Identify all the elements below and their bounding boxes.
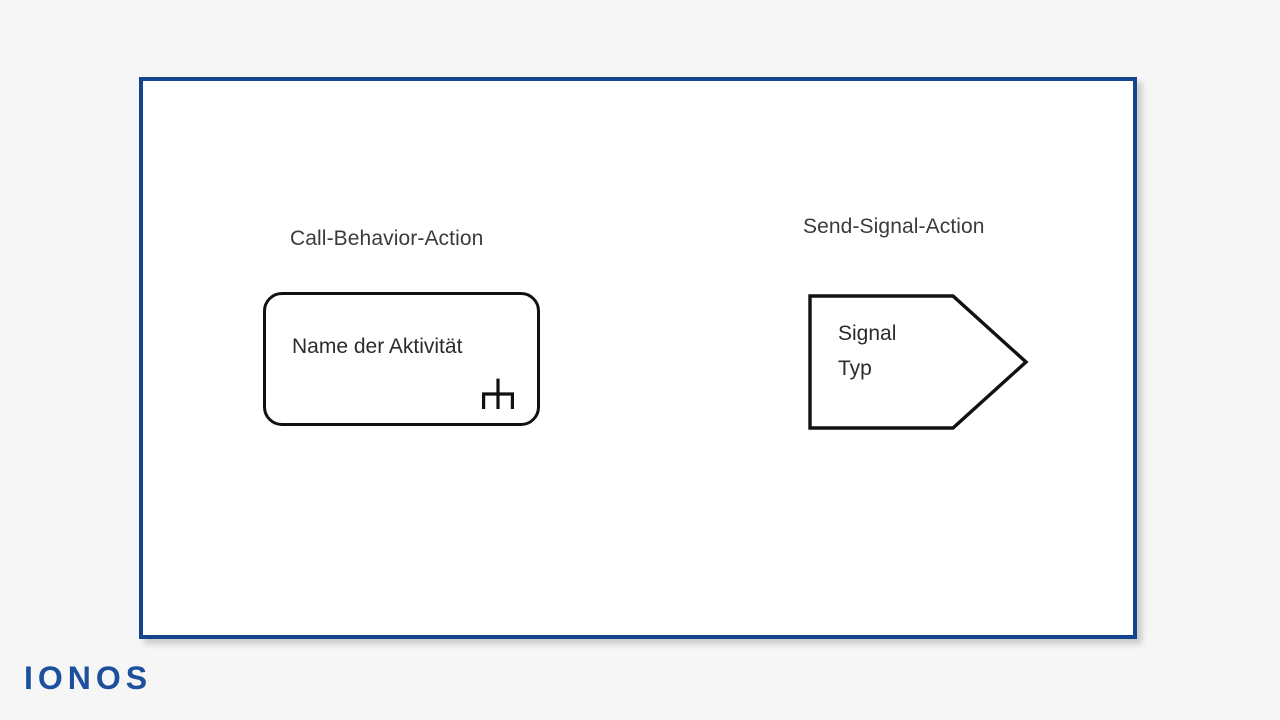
diagram-canvas: Call-Behavior-Action Name der Aktivität … xyxy=(143,81,1133,635)
send-signal-action-node[interactable]: Signal Typ xyxy=(808,294,1029,430)
call-behavior-action-node[interactable]: Name der Aktivität xyxy=(263,292,540,426)
send-signal-label-line-2: Typ xyxy=(838,357,872,380)
rake-icon xyxy=(481,378,515,409)
send-signal-pentagon-shape xyxy=(808,294,1029,430)
call-behavior-action-label: Name der Aktivität xyxy=(292,335,463,358)
diagram-frame: Call-Behavior-Action Name der Aktivität … xyxy=(139,77,1137,639)
call-behavior-action-caption: Call-Behavior-Action xyxy=(290,227,484,250)
send-signal-label-line-1: Signal xyxy=(838,322,897,345)
ionos-logo: IONOS xyxy=(24,660,153,696)
send-signal-action-caption: Send-Signal-Action xyxy=(803,215,985,238)
